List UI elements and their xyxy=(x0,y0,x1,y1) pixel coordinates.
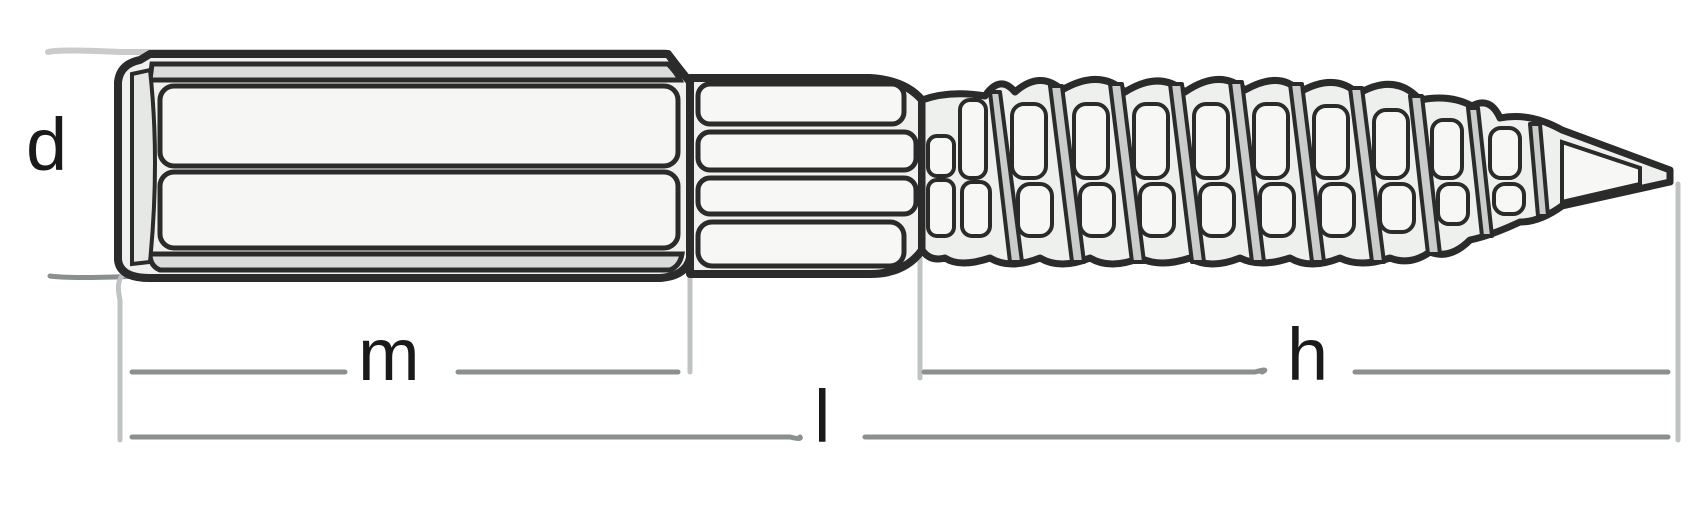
drive-facet-4 xyxy=(695,219,907,269)
drive-facet-3 xyxy=(695,175,919,217)
left-extension xyxy=(115,273,125,443)
dimension-label-l: l xyxy=(810,380,835,454)
left-edge-shade xyxy=(130,67,157,267)
thread-roots xyxy=(926,98,1526,238)
dimension-label-d: d xyxy=(26,103,68,186)
dimension-lines xyxy=(45,47,1681,443)
h-dimension-line xyxy=(921,367,1671,375)
drive-facet-2 xyxy=(695,129,919,173)
thread-crest-bottom xyxy=(147,251,685,273)
thread-band-lower xyxy=(157,169,681,251)
screw-tip xyxy=(1560,139,1642,205)
dimension-label-h: h xyxy=(1283,318,1333,392)
thread-crest-top xyxy=(147,61,685,83)
d-extension-top xyxy=(45,47,668,55)
drive-section xyxy=(686,74,926,278)
wood-thread-section xyxy=(918,76,1674,268)
dimension-label-m: m xyxy=(354,318,424,392)
thread-flights xyxy=(988,80,1550,264)
l-dimension-line xyxy=(129,434,1671,441)
machine-thread-section xyxy=(114,50,694,282)
thread-band-upper xyxy=(157,83,681,169)
drive-facet-1 xyxy=(695,81,907,127)
